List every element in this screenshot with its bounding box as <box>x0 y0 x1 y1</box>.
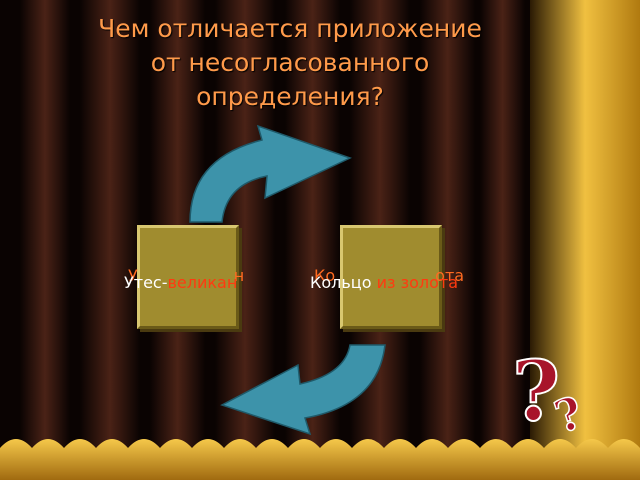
example-noun: Кольцо <box>310 273 377 292</box>
title-line: от несогласованного <box>150 48 430 77</box>
ghost-fragment: У <box>128 266 138 285</box>
example-card-2 <box>340 225 442 329</box>
ghost-fragment: Ко <box>314 266 336 285</box>
example-card-1 <box>137 225 239 329</box>
slide-title: Чем отличается приложение от несогласова… <box>60 12 520 114</box>
ghost-fragment: н <box>233 266 245 285</box>
example-label-1: Утес-великан <box>124 273 237 293</box>
title-line: Чем отличается приложение <box>98 14 482 43</box>
example-attribute: великан <box>167 273 238 292</box>
title-line: определения? <box>196 82 384 111</box>
ghost-text-2: Ко ота <box>314 266 464 286</box>
example-attribute: из золота <box>376 273 459 292</box>
svg-text:?: ? <box>512 344 560 440</box>
example-label-2: Кольцо из золота <box>310 273 458 293</box>
example-noun: Утес- <box>124 273 168 292</box>
ghost-fragment: ота <box>435 266 465 285</box>
